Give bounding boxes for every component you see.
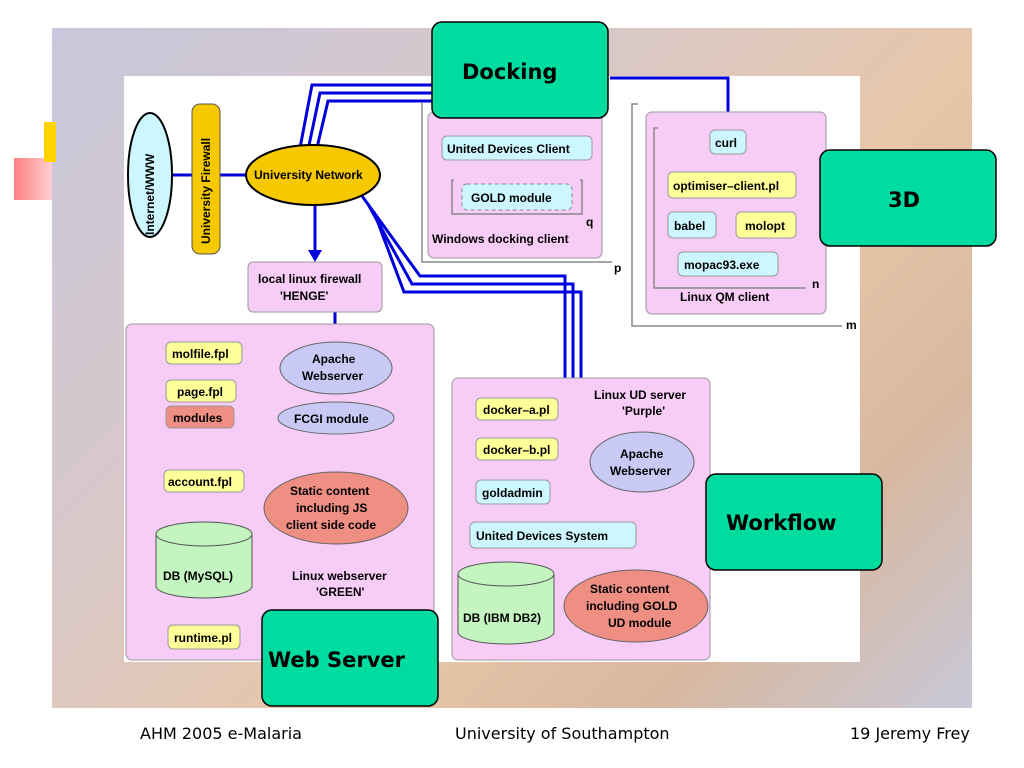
callout-web-server [261,609,439,707]
label-db-ibm: DB (IBM DB2) [463,611,541,625]
label-docker-b: docker–b.pl [483,443,550,457]
label-gold-module: GOLD module [471,191,552,205]
label-static-2c: UD module [608,616,672,630]
label-purple: 'Purple' [622,404,665,418]
node-apache-1 [279,341,393,395]
label-account: account.fpl [168,475,232,489]
label-goldadmin: goldadmin [482,486,543,500]
label-babel: babel [674,219,705,233]
label-apache-1a: Apache [312,352,356,366]
node-goldadmin [475,479,551,505]
node-babel [667,211,717,239]
label-apache-1b: Webserver [302,369,363,383]
footer-right: 19 Jeremy Frey [850,724,970,743]
pipe-network-docking-b [306,91,432,151]
label-linux-webserver: Linux webserver [292,569,387,583]
node-molfile [165,341,243,365]
node-account [163,469,245,493]
node-modules [165,405,235,429]
decorative-bar-red [14,158,52,200]
label-linux-qm-client: Linux QM client [680,290,769,304]
label-workflow: Workflow [726,511,837,535]
label-q: q [586,215,593,229]
label-p: p [614,261,621,275]
label-page-fpl: page.fpl [177,385,223,399]
label-university-firewall: University Firewall [199,138,213,244]
label-molopt: molopt [745,219,785,233]
label-apache-2a: Apache [620,447,664,461]
bracket-n [653,127,806,289]
label-henge: 'HENGE' [280,289,329,303]
label-optimiser: optimiser–client.pl [673,179,779,193]
label-modules: modules [173,411,223,425]
node-static-2 [563,569,709,643]
node-docker-b [475,437,559,461]
label-green: 'GREEN' [316,585,365,599]
node-ud-client [441,135,593,161]
label-static-2b: including GOLD [586,599,678,613]
label-static-1c: client side code [286,518,376,532]
label-internet: Internet/WWW [143,153,157,235]
label-apache-2b: Webserver [610,464,671,478]
label-docker-a: docker–a.pl [483,403,550,417]
node-db-mysql [155,521,253,599]
label-static-2a: Static content [590,582,669,596]
bracket-m [631,103,842,327]
label-fcgi: FCGI module [294,412,369,426]
arrow-network-henge [308,250,322,262]
bracket-q [451,179,583,215]
label-molfile: molfile.fpl [172,347,229,361]
pipe-network-docking-c [314,99,432,153]
node-optimiser [667,171,797,199]
callout-3d [819,149,997,247]
label-mopac: mopac93.exe [684,258,760,272]
node-molopt [735,211,797,239]
node-ud-system [469,521,637,549]
decorative-bar-yellow [44,122,56,162]
node-fcgi [277,401,395,435]
node-university-firewall [191,103,221,255]
node-runtime [167,624,241,650]
label-n: n [812,277,819,291]
label-static-1a: Static content [290,484,369,498]
node-apache-2 [589,431,695,493]
label-local-firewall: local linux firewall [258,272,361,286]
node-static-1 [263,471,409,545]
label-m: m [846,318,857,332]
label-ud-client: United Devices Client [447,142,570,156]
label-static-1b: including JS [296,501,367,515]
label-ud-system: United Devices System [476,529,608,543]
footer-left: AHM 2005 e-Malaria [140,724,302,743]
bracket-p [421,102,612,263]
pipe-network-docking-a [298,83,432,149]
node-db-ibm [457,561,555,645]
node-internet [127,112,173,238]
node-university-network [245,144,381,206]
callout-docking [431,21,609,119]
label-web-server: Web Server [268,648,406,672]
node-local-firewall [247,261,383,313]
label-windows-docking-client: Windows docking client [432,232,569,246]
label-3d: 3D [888,188,920,212]
label-curl: curl [715,136,737,150]
label-docking: Docking [462,60,557,84]
label-runtime: runtime.pl [174,631,232,645]
node-gold-module [461,183,573,211]
footer-center: University of Southampton [455,724,670,743]
label-university-network: University Network [254,168,363,182]
node-docker-a [475,397,559,421]
callout-workflow [705,473,883,571]
label-linux-ud-server: Linux UD server [594,388,686,402]
node-page-fpl [165,379,237,403]
label-db-mysql: DB (MySQL) [163,569,233,583]
node-curl [709,129,747,155]
node-mopac [677,251,779,277]
